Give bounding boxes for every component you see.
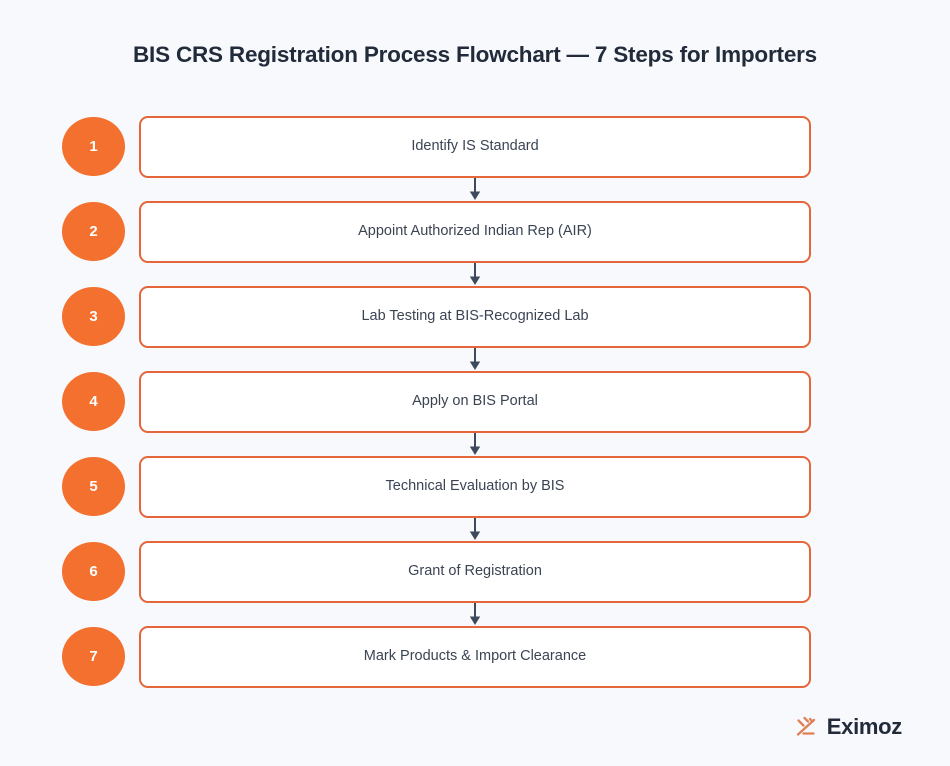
step-number-badge: 6 (62, 542, 125, 601)
step-box[interactable]: Appoint Authorized Indian Rep (AIR) (139, 201, 811, 263)
step-label: Appoint Authorized Indian Rep (AIR) (358, 223, 592, 240)
flow-step-7[interactable]: 7 Mark Products & Import Clearance (0, 626, 950, 688)
step-label: Identify IS Standard (411, 138, 539, 155)
logo-text: Eximoz (826, 714, 903, 739)
flow-step-3[interactable]: 3 Lab Testing at BIS-Recognized Lab (0, 286, 950, 348)
step-box[interactable]: Technical Evaluation by BIS (139, 456, 811, 518)
flow-steps-container: 1 Identify IS Standard 2 Appoint Authorized… (0, 116, 950, 688)
step-label: Mark Products & Import Clearance (363, 648, 587, 665)
step-box[interactable]: Mark Products & Import Clearance (139, 626, 811, 688)
motion-arrow-icon (794, 714, 820, 740)
step-box[interactable]: Identify IS Standard (139, 116, 811, 178)
step-box[interactable]: Apply on BIS Portal (139, 371, 811, 433)
page-title: BIS CRS Registration Process Flowchart —… (132, 42, 817, 67)
step-number-badge: 4 (62, 372, 125, 431)
flow-step-2[interactable]: 2 Appoint Authorized Indian Rep (AIR) (0, 201, 950, 263)
flow-step-6[interactable]: 6 Grant of Registration (0, 541, 950, 603)
step-number-badge: 1 (62, 117, 125, 176)
step-label: Technical Evaluation by BIS (385, 478, 565, 495)
brand-logo: Eximoz (794, 714, 902, 740)
step-number-badge: 7 (62, 627, 125, 686)
flow-step-1[interactable]: 1 Identify IS Standard (0, 116, 950, 178)
step-number-badge: 2 (62, 202, 125, 261)
step-number-badge: 3 (62, 287, 125, 346)
flow-arrow-connector (0, 518, 950, 541)
step-box[interactable]: Grant of Registration (139, 541, 811, 603)
step-label: Lab Testing at BIS-Recognized Lab (361, 308, 589, 325)
flow-arrow-connector (0, 178, 950, 201)
flow-arrow-connector (0, 348, 950, 371)
step-number-badge: 5 (62, 457, 125, 516)
step-label: Grant of Registration (408, 563, 542, 580)
flow-arrow-connector (0, 603, 950, 626)
flow-arrow-connector (0, 433, 950, 456)
step-box[interactable]: Lab Testing at BIS-Recognized Lab (139, 286, 811, 348)
flow-step-5[interactable]: 5 Technical Evaluation by BIS (0, 456, 950, 518)
flow-step-4[interactable]: 4 Apply on BIS Portal (0, 371, 950, 433)
flow-arrow-connector (0, 263, 950, 286)
step-label: Apply on BIS Portal (412, 393, 538, 410)
